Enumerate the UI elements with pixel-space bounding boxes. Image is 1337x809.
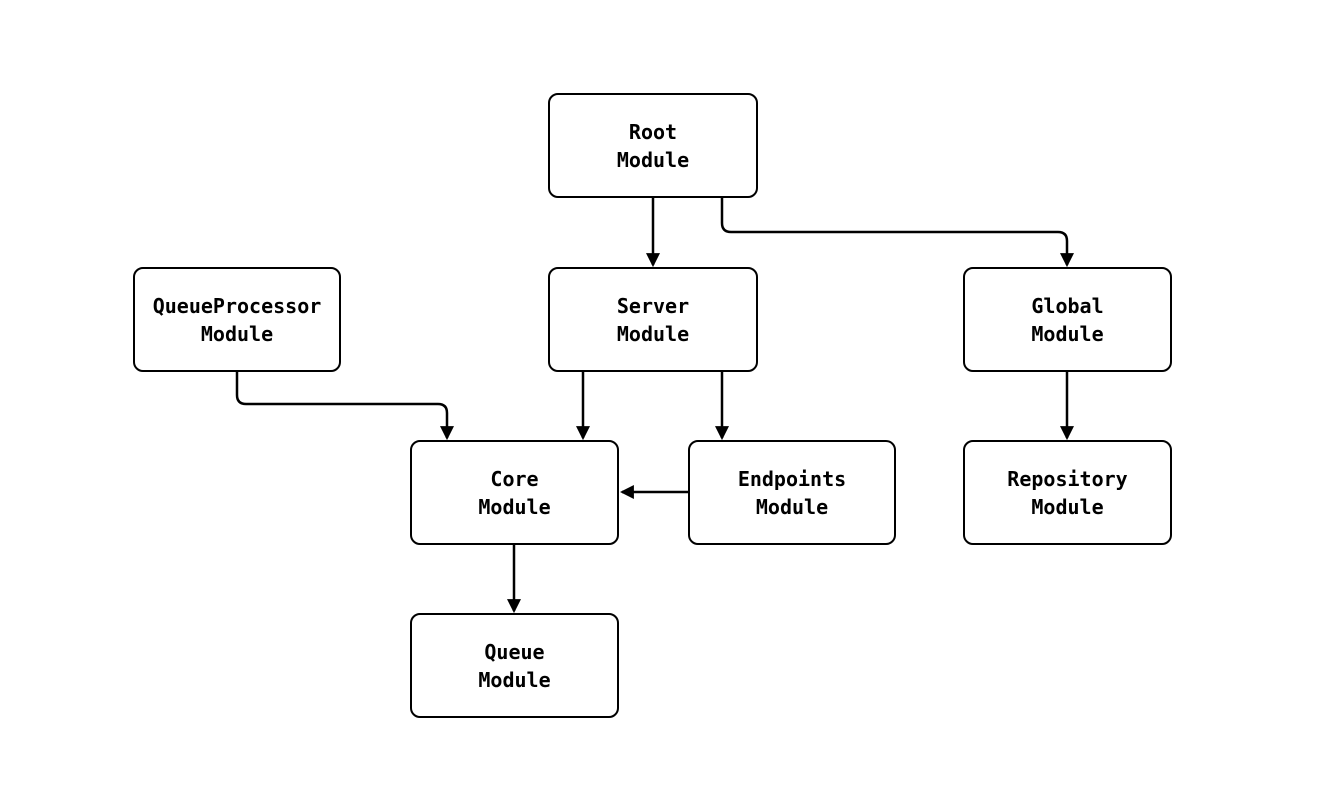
- node-label-line: Server: [616, 293, 690, 318]
- node-label-line: Module: [1031, 494, 1104, 519]
- node-label-line: Endpoints: [737, 466, 847, 491]
- node-label-line: Repository: [1007, 466, 1128, 491]
- node-label-line: Core: [490, 466, 539, 491]
- node-label-line: Module: [616, 147, 690, 172]
- node-label-line: Module: [478, 494, 551, 519]
- node-label-line: Module: [1031, 321, 1104, 346]
- edges-group: [235, 198, 1074, 614]
- node-label-line: Global: [1031, 293, 1104, 318]
- node-label-line: Module: [478, 667, 551, 692]
- node-label-line: Root: [628, 119, 678, 144]
- node-label-line: Module: [200, 321, 274, 346]
- node-label-line: Module: [755, 494, 829, 519]
- edge-queueprocessor-module-to-core-module: [235, 372, 454, 441]
- node-label-line: Module: [616, 321, 690, 346]
- node-label-line: Queue: [484, 639, 545, 664]
- node-label-line: QueueProcessor: [152, 293, 322, 318]
- edge-root-module-to-global-module: [720, 198, 1074, 268]
